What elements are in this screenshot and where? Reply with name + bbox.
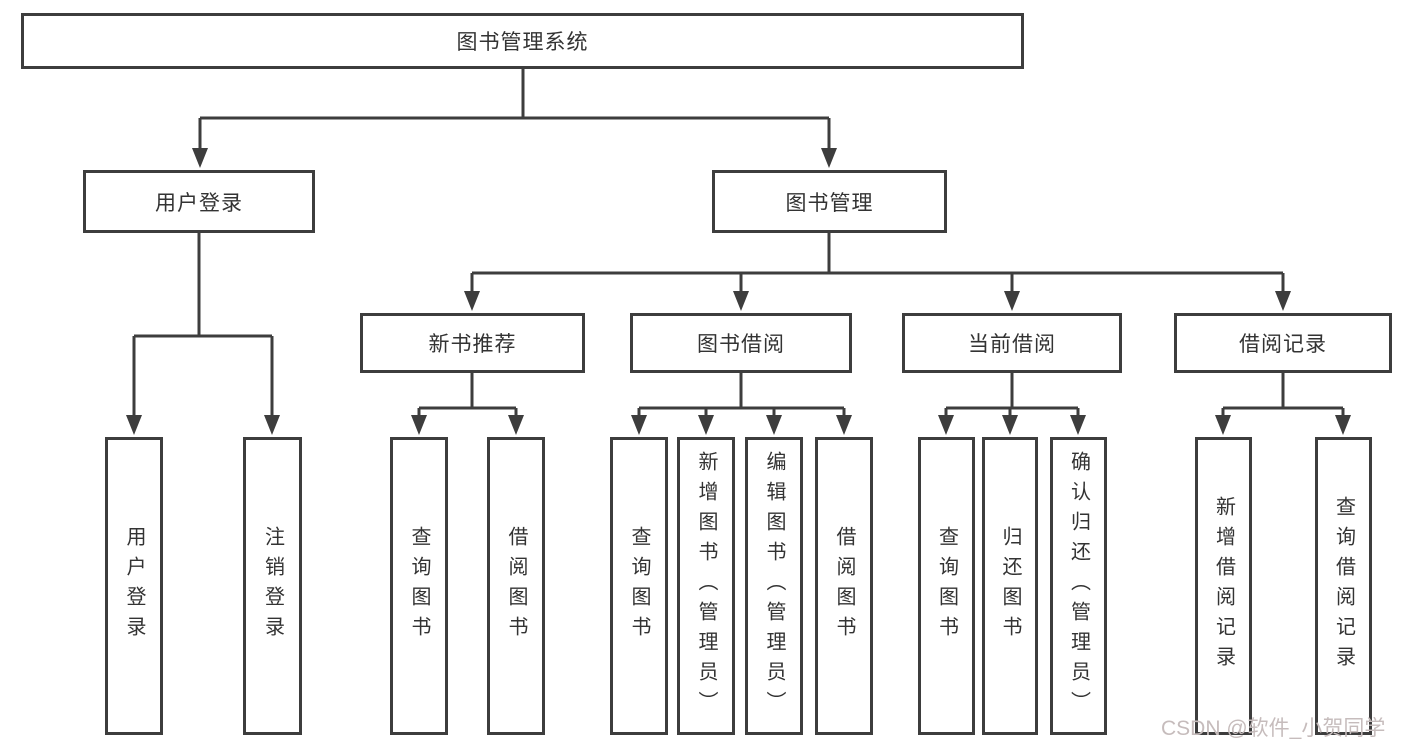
node-label: 编辑图书（管理员） — [763, 451, 785, 721]
node-current-borrow: 当前借阅 — [902, 313, 1122, 373]
node-book-management: 图书管理 — [712, 170, 947, 233]
arrowhead-icons — [126, 148, 1351, 435]
node-book-borrow: 图书借阅 — [630, 313, 852, 373]
node-label: 新增借阅记录 — [1212, 496, 1235, 676]
node-user-login: 用户登录 — [83, 170, 315, 233]
node-new-book-recommend: 新书推荐 — [360, 313, 585, 373]
node-label: 查询图书 — [628, 526, 650, 646]
node-label: 新书推荐 — [428, 333, 517, 356]
node-leaf-record-query-record: 查询借阅记录 — [1315, 437, 1372, 735]
node-label: 查询借阅记录 — [1332, 496, 1355, 676]
csdn-watermark: CSDN @软件_小贺同学 — [1161, 717, 1386, 740]
node-label: 借阅记录 — [1239, 333, 1327, 356]
node-label: 用户登录 — [155, 191, 243, 215]
node-leaf-recommend-borrow-book: 借阅图书 — [487, 437, 545, 735]
node-leaf-logout: 注销登录 — [243, 437, 302, 735]
node-label: 借阅图书 — [833, 526, 855, 646]
node-leaf-borrow-query-book: 查询图书 — [610, 437, 668, 735]
node-label: 注销登录 — [261, 526, 284, 646]
node-label: 图书管理系统 — [456, 31, 589, 54]
node-borrow-record: 借阅记录 — [1174, 313, 1392, 373]
node-leaf-recommend-query-book: 查询图书 — [390, 437, 448, 735]
node-label: 图书借阅 — [697, 333, 785, 356]
node-library-management-system: 图书管理系统 — [21, 13, 1024, 69]
node-leaf-record-add-record: 新增借阅记录 — [1195, 437, 1252, 735]
node-label: 新增图书（管理员） — [695, 451, 717, 721]
node-label: 当前借阅 — [968, 333, 1056, 356]
node-label: 查询图书 — [408, 526, 430, 646]
node-label: 图书管理 — [785, 191, 874, 215]
node-leaf-current-return-book: 归还图书 — [982, 437, 1038, 735]
node-leaf-borrow-edit-book-admin: 编辑图书（管理员） — [745, 437, 803, 735]
node-label: 查询图书 — [935, 526, 958, 646]
node-leaf-current-confirm-return-admin: 确认归还（管理员） — [1050, 437, 1107, 735]
node-leaf-user-login: 用户登录 — [105, 437, 163, 735]
node-leaf-borrow-add-book-admin: 新增图书（管理员） — [677, 437, 735, 735]
node-label: 归还图书 — [999, 526, 1021, 646]
node-label: 借阅图书 — [505, 526, 527, 646]
node-label: 用户登录 — [123, 526, 145, 646]
node-label: 确认归还（管理员） — [1067, 451, 1090, 721]
node-leaf-borrow-borrow-book: 借阅图书 — [815, 437, 873, 735]
node-leaf-current-query-book: 查询图书 — [918, 437, 975, 735]
